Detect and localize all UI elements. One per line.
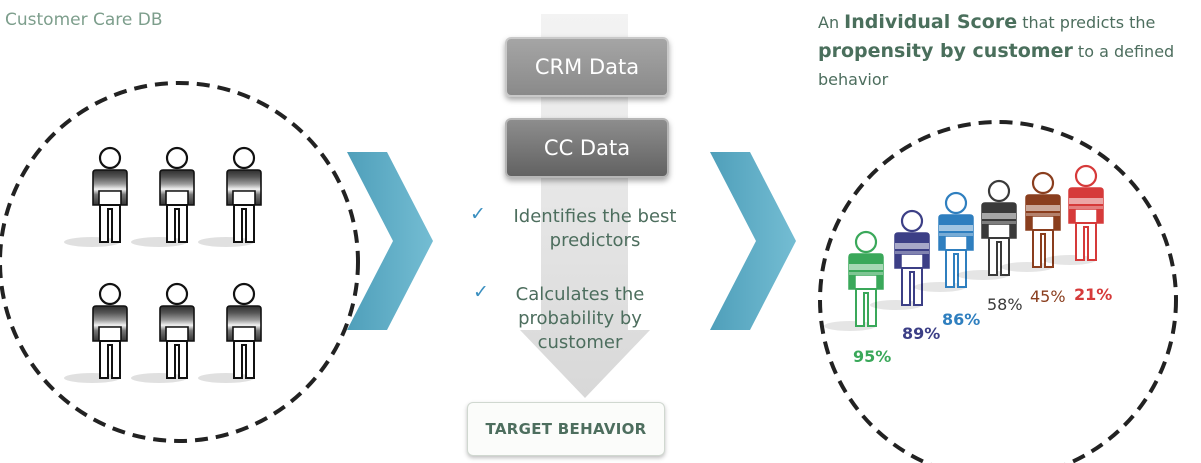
crm-data-box: CRM Data (505, 37, 669, 97)
check-icon: ✓ (470, 203, 486, 225)
bullet-identifies-predictors: Identifies the best predictors (490, 205, 700, 253)
score-label: 21% (1074, 285, 1113, 304)
customer-care-db-title: Customer Care DB (5, 10, 163, 30)
individual-score-title: An Individual Score that predicts the pr… (818, 8, 1198, 94)
title-bold-propensity: propensity by customer (818, 40, 1073, 62)
bullet-calculates-probability: Calculates the probability by customer (500, 283, 660, 355)
score-label: 95% (853, 347, 892, 366)
score-label: 45% (1030, 287, 1066, 306)
cc-data-box: CC Data (505, 118, 669, 178)
scored-person-icon (957, 179, 1017, 280)
title-part-2: that predicts the (1017, 13, 1156, 32)
title-part-1: An (818, 13, 845, 32)
scored-person-icon (824, 230, 884, 331)
scored-customer-figures (824, 164, 1104, 331)
target-behavior-box: TARGET BEHAVIOR (467, 402, 665, 456)
check-icon: ✓ (473, 281, 489, 303)
title-bold-individual-score: Individual Score (844, 11, 1018, 33)
scored-person-icon (870, 209, 930, 310)
bullet-line: Identifies the best (513, 206, 677, 227)
left-chevron-icon (347, 152, 433, 330)
right-chevron-icon (710, 152, 796, 330)
bullet-line: Calculates the (515, 284, 645, 305)
right-dashed-circle (818, 120, 1178, 463)
title-part-3: to a defined behavior (818, 42, 1175, 89)
score-label: 86% (942, 310, 981, 329)
bullet-line: customer (537, 332, 623, 353)
scored-person-icon (914, 191, 974, 292)
scored-person-icon (1001, 171, 1061, 272)
bullet-line: probability by (518, 308, 642, 329)
customer-figures (62, 146, 263, 385)
bullet-line: predictors (549, 230, 641, 251)
left-dashed-circle (0, 81, 360, 443)
scored-person-icon (1044, 164, 1104, 265)
score-label: 58% (987, 295, 1023, 314)
central-flow-arrow (520, 14, 650, 398)
score-label: 89% (902, 324, 941, 343)
